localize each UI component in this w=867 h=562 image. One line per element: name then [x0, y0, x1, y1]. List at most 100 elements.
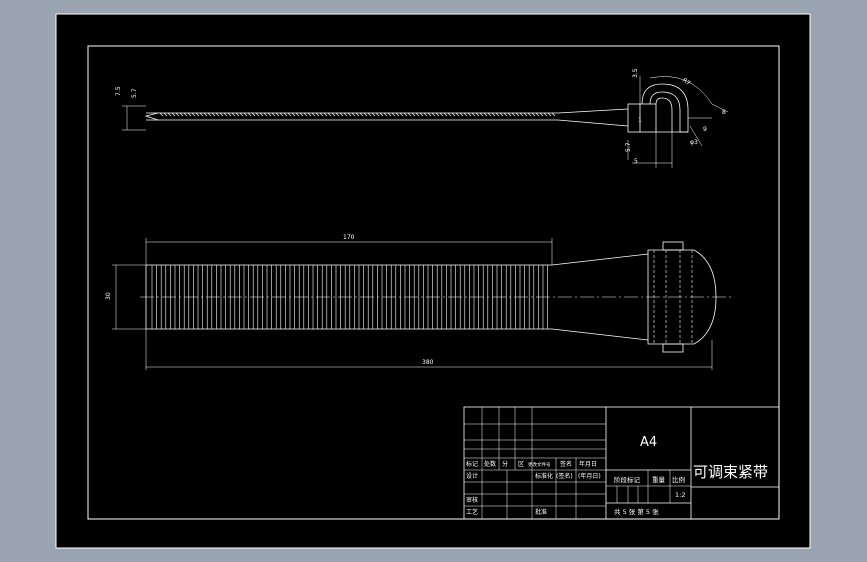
scale-value: 1:2 — [675, 491, 685, 499]
top-tooth — [299, 112, 304, 117]
top-dim-left-inner: 5.7 — [131, 88, 138, 98]
front-dim-serrated-length: 170 — [343, 234, 355, 241]
approve-label: 批准 — [535, 508, 547, 516]
top-tooth — [207, 112, 212, 117]
top-tooth — [463, 112, 468, 117]
top-dim-head-top: 3.5 — [632, 68, 639, 78]
top-tooth — [407, 112, 412, 117]
top-tooth — [503, 112, 508, 117]
top-tooth — [167, 112, 172, 117]
top-tooth — [427, 112, 432, 117]
top-tooth — [263, 112, 268, 117]
top-tooth — [327, 112, 332, 117]
header-cell-mark: 标记 — [466, 460, 478, 468]
top-tooth — [315, 112, 320, 117]
top-tooth — [311, 112, 316, 117]
top-tooth — [507, 112, 512, 117]
top-tooth — [499, 112, 504, 117]
drawing-sheet — [55, 13, 811, 549]
top-tooth — [271, 112, 276, 117]
top-tooth — [275, 112, 280, 117]
top-tooth — [519, 112, 524, 117]
top-tooth — [227, 112, 232, 117]
top-tooth — [331, 112, 336, 117]
front-dim-height: 30 — [105, 292, 112, 300]
top-tooth — [411, 112, 416, 117]
header-cell-change-doc: 更改文件号 — [528, 461, 551, 468]
top-tooth — [223, 112, 228, 117]
top-tooth — [475, 112, 480, 117]
top-tooth — [191, 112, 196, 117]
top-dim-right-line-7 — [689, 125, 703, 147]
top-tooth — [531, 112, 536, 117]
top-tooth — [395, 112, 400, 117]
top-view — [122, 76, 729, 168]
process-label: 工艺 — [466, 508, 478, 516]
revision-grid — [464, 407, 606, 519]
part-name: 可调束紧带 — [693, 463, 768, 481]
top-tooth — [415, 112, 420, 117]
top-dim-head-bottom: 5.7 — [625, 142, 632, 152]
top-tooth — [459, 112, 464, 117]
top-strap-tip — [144, 112, 159, 121]
top-tooth — [335, 112, 340, 117]
top-tooth — [323, 112, 328, 117]
top-tooth — [295, 112, 300, 117]
top-tooth — [247, 112, 252, 117]
stage-mark-label: 阶段标记 — [614, 475, 641, 484]
top-dim-head-diameter: φ3 — [690, 139, 698, 146]
top-tooth — [423, 112, 428, 117]
top-tooth — [159, 112, 164, 117]
top-dim-head-radius: R7 — [681, 77, 692, 87]
top-tooth — [367, 112, 372, 117]
weight-label: 重量 — [652, 476, 666, 484]
front-taper-upper — [551, 253, 649, 266]
signature-label: (签名) — [556, 472, 573, 480]
top-tooth — [195, 112, 200, 117]
paper-size: A4 — [640, 435, 657, 450]
top-tooth — [447, 112, 452, 117]
top-tooth — [203, 112, 208, 117]
top-tooth — [379, 112, 384, 117]
top-taper-upper — [557, 108, 629, 114]
top-tooth — [483, 112, 488, 117]
top-tooth — [487, 112, 492, 117]
top-tooth — [343, 112, 348, 117]
top-tooth — [467, 112, 472, 117]
top-tooth — [547, 112, 552, 117]
top-tooth — [451, 112, 456, 117]
top-tooth — [187, 112, 192, 117]
top-tooth — [455, 112, 460, 117]
top-tooth — [179, 112, 184, 117]
top-tooth — [527, 112, 532, 117]
top-tooth — [243, 112, 248, 117]
title-block-frame — [463, 406, 780, 520]
top-taper-lower — [557, 119, 629, 127]
top-dim-radius-arc — [649, 76, 713, 105]
header-cell-zone: 区 — [518, 461, 524, 468]
top-tooth — [491, 112, 496, 117]
top-tooth — [175, 112, 180, 117]
top-tooth — [391, 112, 396, 117]
top-tooth — [183, 112, 188, 117]
header-cell-sign: 签名 — [560, 460, 572, 468]
top-tooth — [399, 112, 404, 117]
top-tooth — [355, 112, 360, 117]
top-tooth — [551, 112, 556, 117]
front-head-pin-bottom — [662, 343, 684, 353]
design-label: 设计 — [466, 472, 478, 480]
top-dim-head-slot: 1 — [638, 117, 642, 124]
top-tooth — [403, 112, 408, 117]
top-tooth — [339, 112, 344, 117]
top-tooth — [255, 112, 260, 117]
top-tooth — [383, 112, 388, 117]
top-tooth — [283, 112, 288, 117]
top-tooth — [523, 112, 528, 117]
top-tooth — [319, 112, 324, 117]
top-tooth — [235, 112, 240, 117]
top-dim-right-line-8 — [711, 103, 729, 113]
top-dim-head-width: 5 — [634, 158, 638, 165]
top-tooth — [267, 112, 272, 117]
top-dim-head-side: 9 — [703, 126, 707, 133]
top-tooth — [351, 112, 356, 117]
